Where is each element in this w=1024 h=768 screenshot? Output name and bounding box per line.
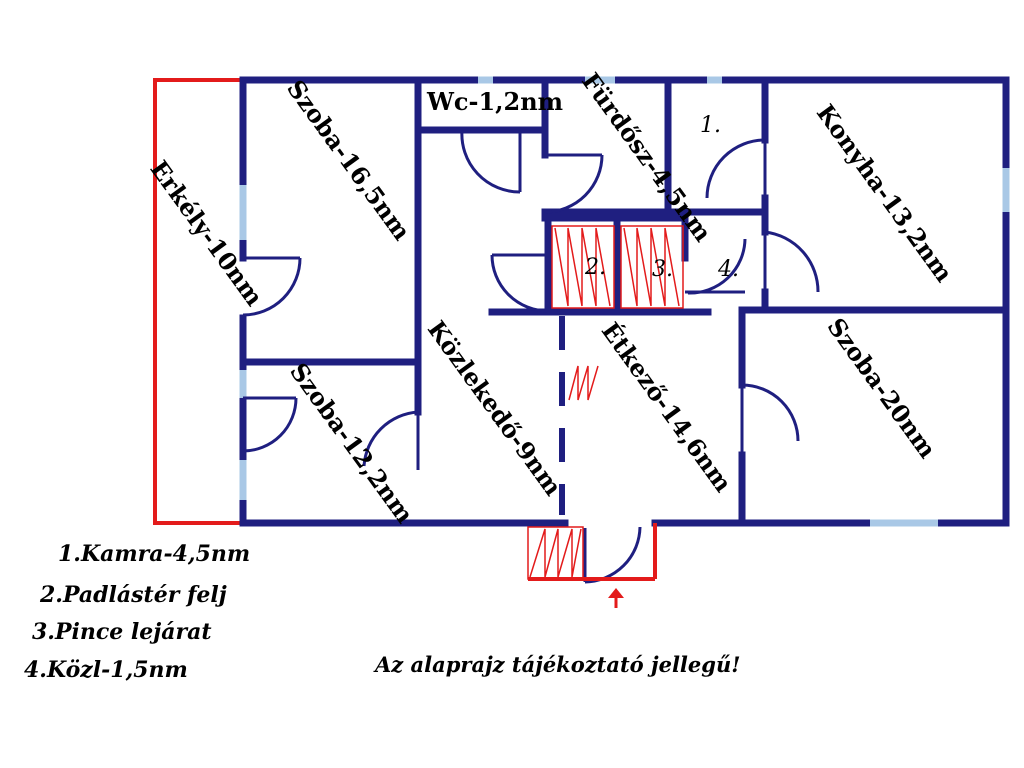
room-label-konyha: Konyha-13,2nm bbox=[811, 99, 959, 288]
entrance-arrow-icon bbox=[608, 588, 624, 608]
walls bbox=[239, 76, 1010, 527]
marker-4: 4. bbox=[717, 257, 739, 282]
room-label-szoba-2: Szoba-12,2nm bbox=[284, 357, 419, 528]
marker-1: 1. bbox=[700, 113, 721, 138]
room-label-erkely: Erkély-10nm bbox=[145, 155, 270, 311]
legend-item-3: 3.Pince lejárat bbox=[32, 619, 212, 645]
windows bbox=[239, 76, 1010, 527]
room-label-szoba-1: Szoba-16,5nm bbox=[281, 74, 416, 245]
room-label-kozlekedo: Közlekedő-9nm bbox=[422, 315, 568, 501]
legend-item-4: 4.Közl-1,5nm bbox=[24, 657, 188, 683]
disclaimer-note: Az alaprajz tájékoztató jellegű! bbox=[375, 652, 741, 677]
room-label-etkezo: Étkező-14,6nm bbox=[596, 317, 738, 498]
entrance-step bbox=[528, 523, 657, 581]
legend-item-1: 1.Kamra-4,5nm bbox=[58, 541, 251, 567]
balcony-outline bbox=[153, 78, 243, 525]
marker-2: 2. bbox=[584, 255, 606, 280]
room-label-szoba-3: Szoba-20nm bbox=[822, 313, 943, 464]
marker-3: 3. bbox=[652, 257, 673, 282]
legend-item-2: 2.Padlástér felj bbox=[40, 582, 227, 608]
doors bbox=[242, 129, 820, 584]
room-label-wc: Wc-1,2nm bbox=[426, 87, 563, 116]
